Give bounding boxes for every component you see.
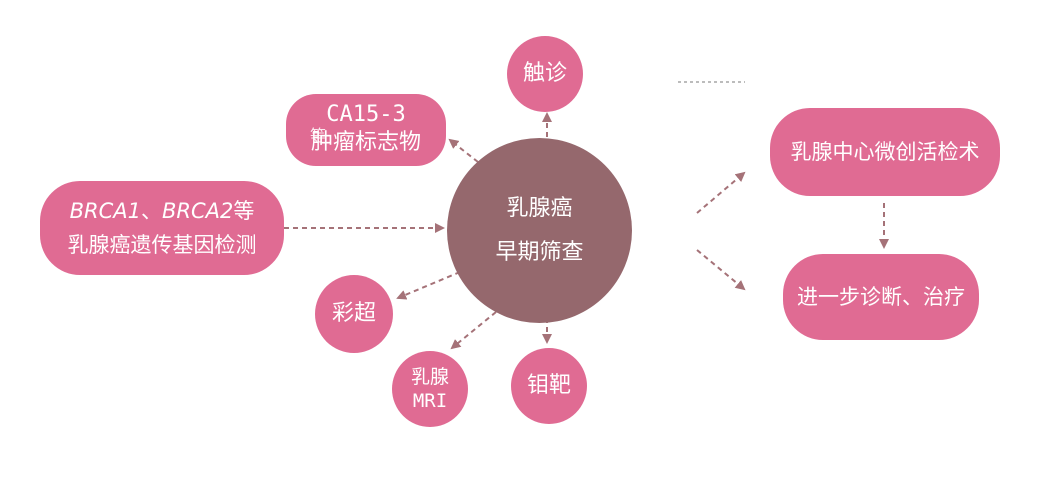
mri-node: 乳腺 MRI	[392, 351, 468, 427]
treatment-node: 进一步诊断、治疗	[783, 254, 979, 340]
mri-line1: 乳腺	[410, 366, 449, 388]
treatment-label: 进一步诊断、治疗	[797, 285, 965, 309]
brca-line2: 乳腺癌遗传基因检测	[67, 233, 257, 257]
brca1-label: BRCA1	[69, 199, 141, 223]
center-node: 乳腺癌 早期筛查	[447, 138, 632, 323]
arrow-to-treatment	[696, 249, 746, 291]
arrow-to-biopsy	[696, 171, 746, 214]
biopsy-label: 乳腺中心微创活检术	[790, 140, 980, 164]
mammography-label: 钼靶	[526, 373, 571, 398]
brca2-label: BRCA2	[162, 199, 234, 223]
brca-node: BRCA1、BRCA2等 乳腺癌遗传基因检测	[40, 181, 284, 275]
ultrasound-node: 彩超	[315, 275, 393, 353]
biopsy-node: 乳腺中心微创活检术	[770, 108, 1000, 196]
center-line1: 乳腺癌	[506, 195, 573, 221]
tumor-marker-line2: 肿瘤标志物	[310, 130, 421, 155]
arrow-to-mri	[450, 311, 497, 350]
brca-line1: BRCA1、BRCA2等	[70, 194, 255, 228]
arrow-to-tumor-marker	[448, 138, 479, 163]
brca-suffix: 等	[233, 199, 255, 223]
tumor-marker-overlap: 等	[310, 126, 327, 145]
arrow-to-ultrasound	[396, 271, 461, 300]
touch-label: 触诊	[522, 61, 567, 86]
mammography-node: 钼靶	[511, 348, 587, 424]
tumor-marker-line1: CA15-3	[326, 102, 406, 127]
tumor-marker-node: CA15-3 肿瘤标志物 等	[286, 94, 446, 166]
brca-separator: 、	[141, 199, 162, 223]
center-line2: 早期筛查	[495, 239, 584, 265]
mri-line2: MRI	[412, 390, 448, 412]
touch-node: 触诊	[507, 36, 583, 112]
ultrasound-label: 彩超	[331, 301, 376, 326]
